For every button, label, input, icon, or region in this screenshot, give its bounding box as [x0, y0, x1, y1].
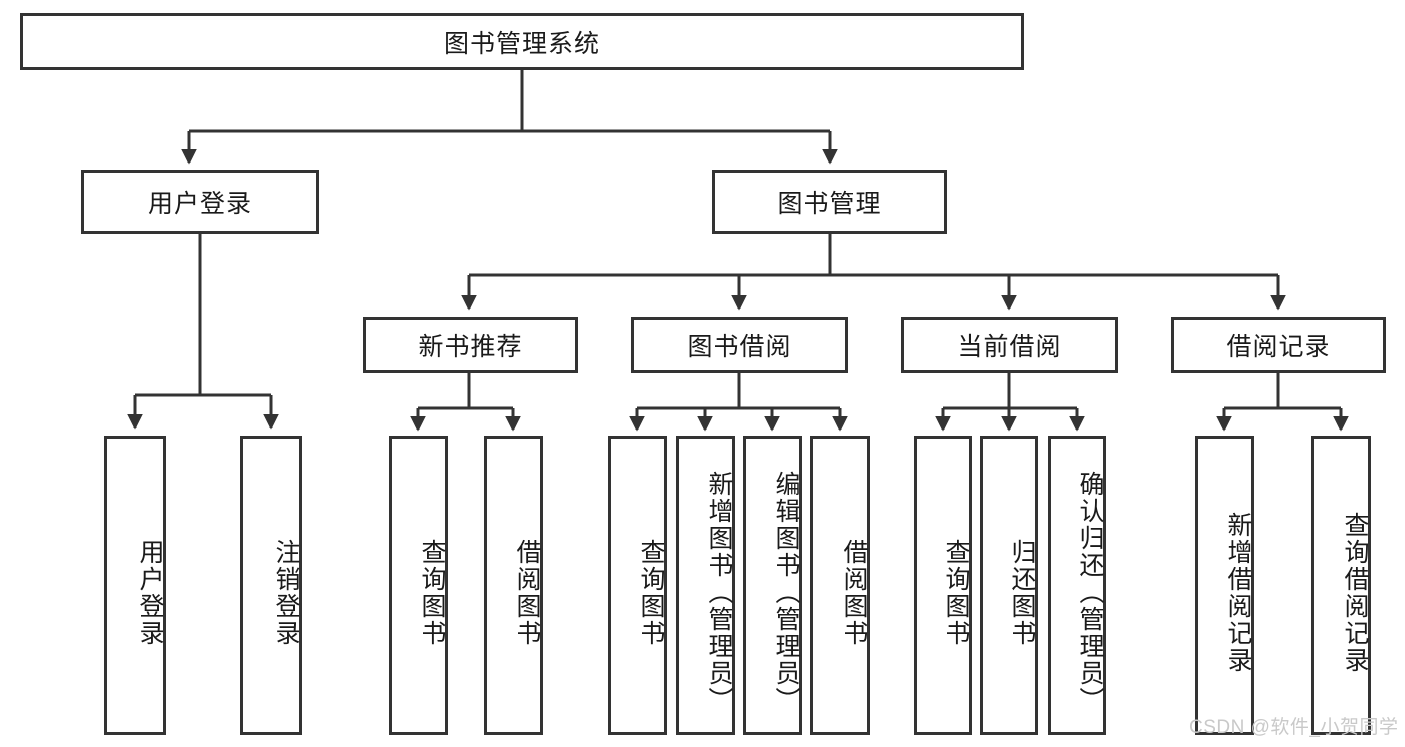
watermark-text: CSDN @软件_小贺同学	[1189, 717, 1399, 738]
node-book-borrow[interactable]: 图书借阅	[631, 317, 848, 373]
node-new-book-rec-label: 新书推荐	[418, 333, 523, 361]
node-leaf-edit-book[interactable]: 编辑图书（管理员）	[743, 436, 802, 735]
node-current-borrow-label: 当前借阅	[957, 333, 1062, 361]
node-leaf-user-login[interactable]: 用户登录	[104, 436, 166, 735]
node-leaf-add-record-label: 新增借阅记录	[1224, 511, 1252, 674]
node-leaf-confirm-return[interactable]: 确认归还（管理员）	[1048, 436, 1106, 735]
node-root[interactable]: 图书管理系统	[20, 13, 1024, 70]
node-leaf-query-book-3-label: 查询图书	[942, 538, 970, 647]
node-leaf-query-book-3[interactable]: 查询图书	[914, 436, 972, 735]
node-leaf-user-login-label: 用户登录	[136, 538, 164, 647]
node-leaf-confirm-return-label: 确认归还（管理员）	[1076, 471, 1104, 714]
node-user-login-label: 用户登录	[147, 190, 252, 218]
node-leaf-add-book[interactable]: 新增图书（管理员）	[676, 436, 735, 735]
node-leaf-add-book-label: 新增图书（管理员）	[705, 471, 733, 714]
node-book-manage[interactable]: 图书管理	[712, 170, 947, 234]
node-leaf-query-book-2[interactable]: 查询图书	[608, 436, 667, 735]
node-leaf-query-book-2-label: 查询图书	[637, 538, 665, 647]
node-leaf-return-book[interactable]: 归还图书	[980, 436, 1038, 735]
node-leaf-borrow-book-2-label: 借阅图书	[840, 538, 868, 647]
node-leaf-add-record[interactable]: 新增借阅记录	[1195, 436, 1254, 735]
node-book-borrow-label: 图书借阅	[687, 333, 792, 361]
node-book-manage-label: 图书管理	[777, 190, 882, 218]
node-leaf-user-logout-label: 注销登录	[272, 538, 300, 647]
node-leaf-return-book-label: 归还图书	[1008, 538, 1036, 647]
node-leaf-query-record-label: 查询借阅记录	[1341, 511, 1369, 674]
node-leaf-query-book-1-label: 查询图书	[418, 538, 446, 647]
node-leaf-edit-book-label: 编辑图书（管理员）	[772, 471, 800, 714]
node-leaf-query-book-1[interactable]: 查询图书	[389, 436, 448, 735]
node-leaf-borrow-book-2[interactable]: 借阅图书	[810, 436, 870, 735]
node-leaf-borrow-book-1[interactable]: 借阅图书	[484, 436, 543, 735]
node-leaf-user-logout[interactable]: 注销登录	[240, 436, 302, 735]
node-current-borrow[interactable]: 当前借阅	[901, 317, 1118, 373]
node-borrow-record-label: 借阅记录	[1226, 333, 1331, 361]
node-user-login[interactable]: 用户登录	[81, 170, 319, 234]
node-borrow-record[interactable]: 借阅记录	[1171, 317, 1386, 373]
node-leaf-borrow-book-1-label: 借阅图书	[513, 538, 541, 647]
node-new-book-rec[interactable]: 新书推荐	[363, 317, 578, 373]
node-root-label: 图书管理系统	[443, 29, 600, 58]
node-leaf-query-record[interactable]: 查询借阅记录	[1311, 436, 1371, 735]
